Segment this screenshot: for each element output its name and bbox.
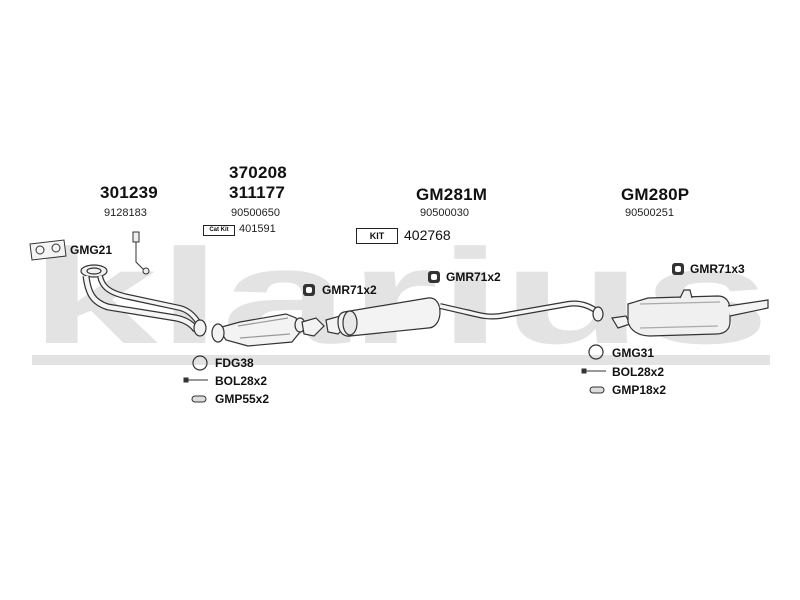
part-number-front-pipe: 301239 bbox=[100, 183, 158, 202]
fitting-rubber-centre-left: GMR71x2 bbox=[322, 283, 377, 297]
part-number-rear-silencer: GM280P bbox=[621, 185, 690, 204]
rubber-mount-icon-left bbox=[303, 284, 315, 296]
rubber-mount-icon-rear bbox=[672, 263, 684, 275]
part-number-catalyst: 311177 bbox=[229, 183, 286, 202]
watermark-text: klarius bbox=[30, 221, 770, 372]
rear-silencer bbox=[611, 289, 769, 337]
clamp-icon-right bbox=[589, 386, 605, 394]
gasket-rear-icon bbox=[588, 344, 604, 360]
kit-box: KIT bbox=[356, 228, 398, 244]
kit-number: 402768 bbox=[404, 227, 451, 243]
fitting-clamps-left: GMP55x2 bbox=[215, 392, 270, 406]
flange-gasket-icon bbox=[192, 355, 208, 371]
part-number-catalyst-top: 370208 bbox=[229, 163, 287, 182]
rubber-mount-icon-centre bbox=[428, 271, 440, 283]
watermark-bar bbox=[32, 355, 770, 365]
fitting-rubber-centre-right: GMR71x2 bbox=[446, 270, 501, 284]
fitting-bolts-right: BOL28x2 bbox=[612, 365, 665, 379]
oem-number-rear-silencer: 90500251 bbox=[625, 207, 674, 219]
oem-number-centre-silencer: 90500030 bbox=[420, 207, 469, 219]
catalytic-converter bbox=[211, 313, 306, 347]
klarius-watermark: klarius bbox=[30, 221, 770, 372]
fitting-gasket-front: GMG21 bbox=[70, 243, 113, 257]
fitting-gasket-rear: GMG31 bbox=[612, 346, 655, 360]
cat-kit-box: Cat Kit bbox=[203, 225, 235, 236]
clamp-icon-left bbox=[191, 395, 207, 403]
front-pipe bbox=[80, 264, 207, 337]
oem-number-catalyst: 90500650 bbox=[231, 207, 280, 219]
fitting-rubber-rear: GMR71x3 bbox=[690, 262, 745, 276]
fitting-flange-gasket: FDG38 bbox=[215, 356, 254, 370]
gasket-gmg21-icon bbox=[29, 239, 67, 261]
part-number-centre-silencer: GM281M bbox=[416, 185, 488, 204]
lambda-sensor-icon bbox=[132, 231, 150, 275]
centre-silencer bbox=[301, 297, 604, 337]
bolt-icon-right bbox=[581, 368, 606, 374]
bolt-icon-left bbox=[183, 377, 208, 383]
fitting-bolts-left: BOL28x2 bbox=[215, 374, 268, 388]
cat-kit-number: 401591 bbox=[239, 223, 276, 235]
fitting-clamps-right: GMP18x2 bbox=[612, 383, 667, 397]
oem-number-front-pipe: 9128183 bbox=[104, 207, 147, 219]
